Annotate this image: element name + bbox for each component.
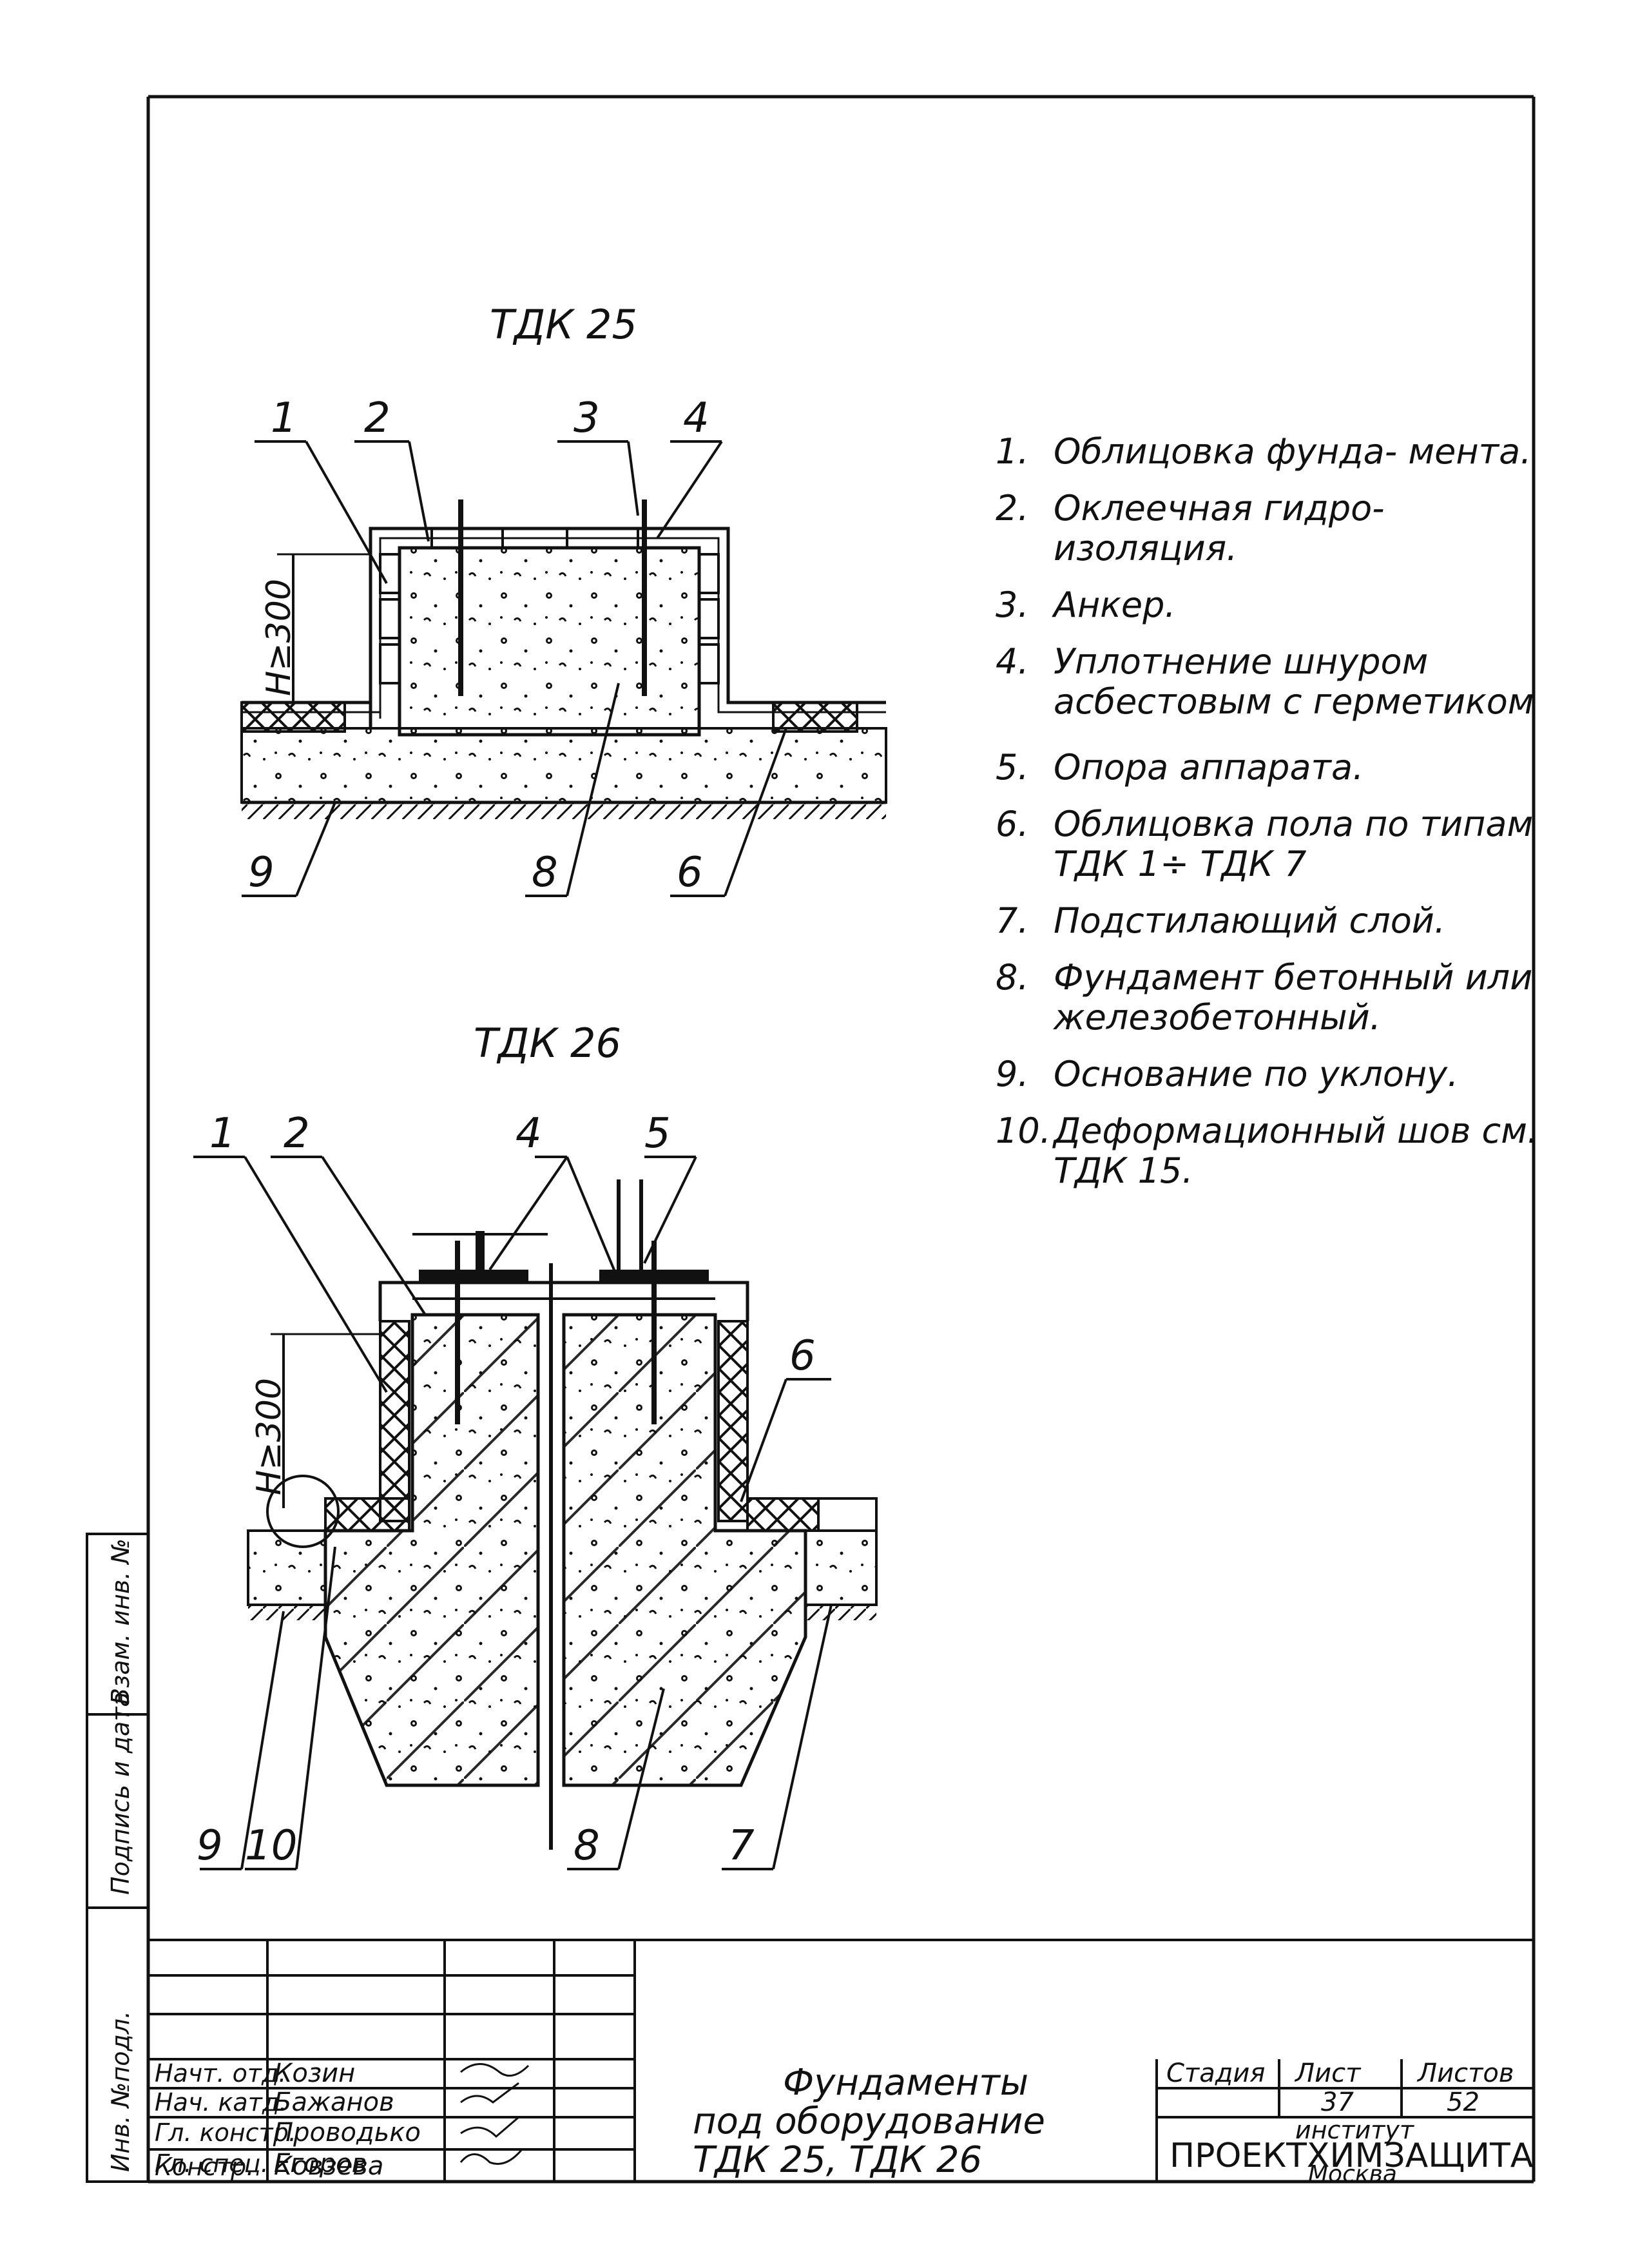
side-stamp-vzam-inv: Взам. инв. № [106, 1538, 135, 1705]
title-block-title-line-3: ТДК 25, ТДК 26 [693, 2139, 982, 2181]
title-block-sheet-no: 37 [1321, 2088, 1354, 2117]
title-block-institute: ПРОЕКТХИМЗАЩИТА [1170, 2137, 1534, 2175]
tdk26-section: ТДК 26 [193, 1020, 878, 1870]
tdk25-callout-8: 8 [532, 849, 558, 897]
tdk25-callout-3: 3 [574, 394, 600, 442]
title-block-sheets-total: 52 [1447, 2088, 1480, 2117]
title-block-role-1: Начт. отд. [155, 2059, 286, 2088]
legend-item: 3.Анкер. [996, 585, 1176, 625]
tdk25-height-dim: H≥300 [260, 579, 298, 696]
tdk25-callout-2: 2 [364, 394, 390, 442]
title-block-name-1: Козин [274, 2059, 355, 2088]
title-block-name-3: Проводько [274, 2118, 421, 2147]
tdk25-callout-6: 6 [677, 849, 703, 897]
title-block-sheet-label: Лист [1294, 2059, 1362, 2088]
tdk25-foundation [398, 546, 701, 737]
tdk26-callout-10: 10 [245, 1822, 297, 1870]
legend-item: 7.Подстилающий слой. [996, 900, 1446, 941]
title-block [148, 1939, 1534, 2182]
legend-item: 1.Облицовка фунда- мента. [996, 431, 1532, 472]
title-block-city: Москва [1308, 2161, 1397, 2187]
title-block-stage-label: Стадия [1166, 2059, 1265, 2088]
legend-item: 5.Опора аппарата. [996, 747, 1364, 788]
tdk26-callout-5: 5 [644, 1110, 671, 1158]
tdk25-floor-cladding-left [240, 701, 346, 733]
tdk26-callout-8: 8 [574, 1822, 600, 1870]
tdk25-callout-4: 4 [683, 394, 709, 442]
tdk26-height-dim: H≥300 [250, 1378, 289, 1495]
title-block-role-4: Гл. спец. [155, 2149, 269, 2178]
tdk25-base-layer [240, 727, 887, 804]
title-block-title-line-1: Фундаменты [783, 2062, 1028, 2104]
tdk25-callout-1: 1 [271, 394, 297, 442]
tdk25-section: ТДК 25 H≥300 [240, 301, 887, 897]
tdk26-callout-2: 2 [284, 1110, 310, 1158]
legend-item: 9.Основание по уклону. [996, 1054, 1459, 1094]
tdk25-title: ТДК 25 [490, 301, 637, 348]
legend: 1.Облицовка фунда- мента. 2.Оклеечная ги… [996, 432, 1576, 1208]
side-stamp-signature-date: Подпись и дата [106, 1692, 135, 1895]
tdk26-callout-1: 1 [209, 1110, 236, 1158]
side-stamp-inv-podl: Инв. №подл. [106, 2011, 135, 2172]
title-block-institute-label: институт [1295, 2116, 1415, 2144]
tdk26-callout-7: 7 [728, 1822, 755, 1870]
legend-item: 2.Оклеечная гидро- изоляция. [996, 488, 1385, 568]
tdk26-callout-6: 6 [789, 1332, 816, 1380]
side-stamp [86, 1533, 149, 2183]
title-block-name-4: Егоров [274, 2149, 367, 2178]
legend-item: 4.Уплотнение шнуром асбестовым с гермети… [996, 641, 1534, 722]
title-block-role-3: Гл. констр. [155, 2118, 296, 2147]
title-block-sheets-label: Листов [1416, 2059, 1514, 2088]
legend-item: 8.Фундамент бетонный или железобетонный. [996, 957, 1533, 1038]
title-block-signatures [459, 2063, 530, 2165]
legend-item: 6.Облицовка пола по типам ТДК 1÷ ТДК 7 [996, 804, 1534, 884]
title-block-name-2: Бажанов [274, 2088, 394, 2117]
title-block-role-5-text: Констр. [155, 2153, 255, 2181]
tdk26-title: ТДК 26 [474, 1020, 621, 1067]
title-block-role-2: Нач. катд. [155, 2088, 287, 2117]
tdk26-callout-9: 9 [197, 1822, 223, 1870]
tdk25-callout-9: 9 [248, 849, 275, 897]
title-block-title-line-2: под оборудование [693, 2100, 1045, 2142]
tdk25-soil [242, 804, 886, 819]
tdk25-floor-cladding-right [772, 701, 858, 733]
legend-item: 10.Деформационный шов см. ТДК 15. [996, 1110, 1539, 1191]
tdk26-callout-4: 4 [516, 1110, 542, 1158]
title-block-name-5-text: Ковзева [274, 2151, 384, 2181]
